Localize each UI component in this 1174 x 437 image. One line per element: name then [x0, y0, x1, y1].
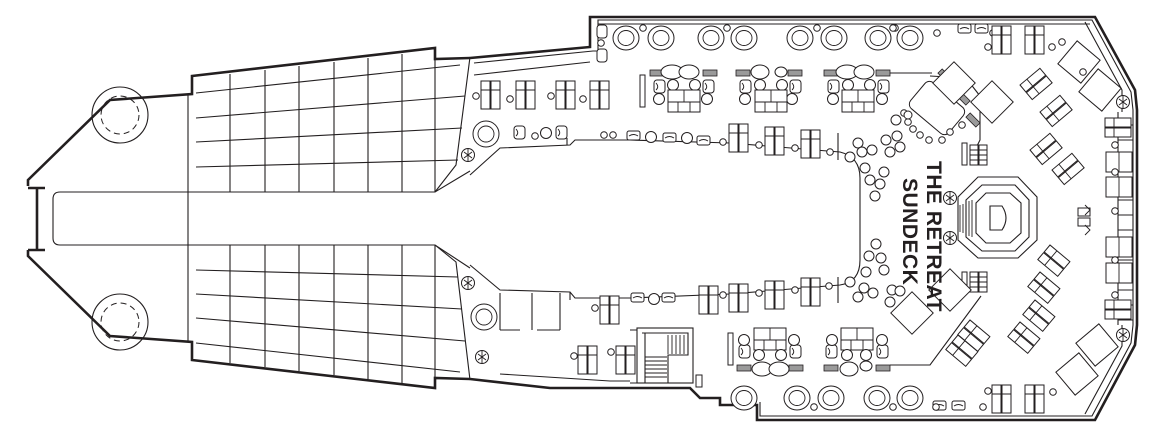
forward-deck: [26, 46, 471, 390]
area-label-the-retreat: THE RETREAT: [922, 161, 945, 312]
bollard-top: [91, 86, 149, 144]
skylight-grid-lower: [195, 244, 471, 387]
loungers-void-bottom: [591, 277, 839, 325]
stairway: [630, 327, 694, 384]
skylight-grid-upper: [195, 50, 471, 193]
loungers-void-top: [600, 123, 839, 160]
forward-bottom-area: [461, 276, 636, 375]
lounge-sets-top: [639, 64, 932, 113]
whirlpool: [943, 176, 1038, 259]
daybeds-bottom-row: [695, 374, 941, 411]
area-label-sundeck: SUNDECK: [898, 178, 921, 286]
aft-loungers: [932, 23, 1133, 414]
lounge-sets-bottom: [727, 327, 891, 377]
bollard-bottom: [91, 293, 149, 351]
bistro-tables: [844, 110, 913, 308]
loungers-forward-top: [461, 80, 610, 162]
daybeds-top-row: [596, 24, 924, 63]
